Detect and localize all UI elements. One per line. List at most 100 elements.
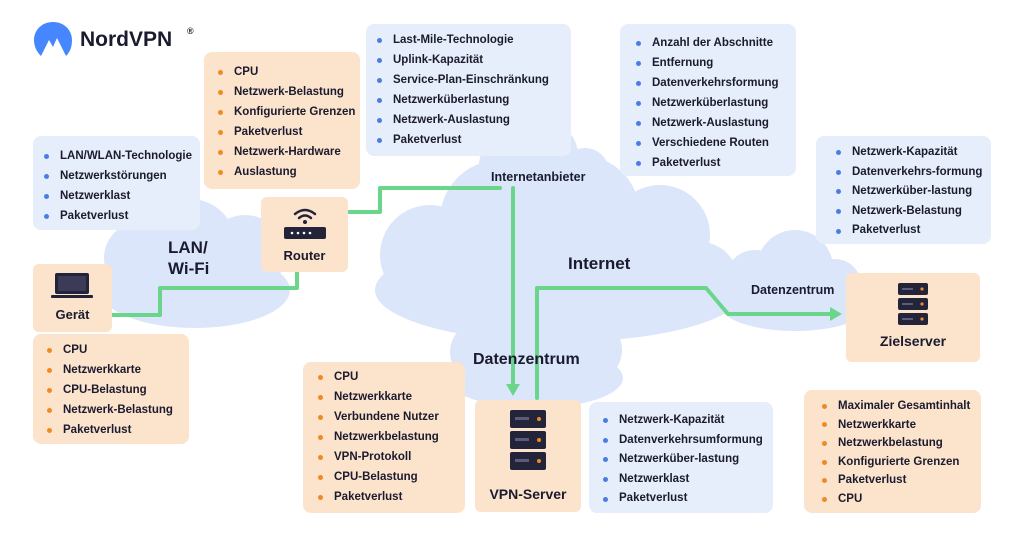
vpn-server-label: VPN-Server [489,486,567,502]
vpn-server-factors-list: CPU Netzwerkkarte Verbundene Nutzer Netz… [316,367,465,507]
arrow-down-icon [506,384,520,396]
list-item: Netzwerküber-lastung [834,182,991,202]
list-item: CPU [216,62,360,82]
list-item: Netzwerk-Kapazität [601,411,773,431]
device-to-router-line [110,270,299,317]
internet-factors-list: Anzahl der Abschnitte Entfernung Datenve… [634,33,796,173]
internet-cloud-label: Internet [568,254,631,273]
list-item: Netzwerk-Belastung [45,400,189,420]
vpn-server-node: VPN-Server [475,400,581,512]
list-item: CPU [820,490,981,509]
list-item: Netzwerkstörungen [42,166,200,186]
list-item: Paketverlust [834,221,991,241]
lan-cloud-label-line1: LAN/ [168,238,208,257]
device-factors-box: CPU Netzwerkkarte CPU-Belastung Netzwerk… [33,334,189,444]
connection-lines [110,186,834,400]
list-item: Paketverlust [316,487,465,507]
list-item: Netzwerkkarte [45,360,189,380]
server-rack-icon [510,410,546,470]
list-item: Paketverlust [820,471,981,490]
device-factors-list: CPU Netzwerkkarte CPU-Belastung Netzwerk… [45,340,189,440]
list-item: Uplink-Kapazität [375,50,571,70]
list-item: VPN-Protokoll [316,447,465,467]
datacenter-factors-list: Netzwerk-Kapazität Datenverkehrs-formung… [834,143,991,241]
device-node: Gerät [33,264,112,332]
list-item: Netzwerküberlastung [375,90,571,110]
lan-factors-list: LAN/WLAN-Technologie Netzwerkstörungen N… [42,146,200,226]
target-server-node: Zielserver [846,273,980,362]
laptop-icon [51,273,93,298]
list-item: Netzwerklast [42,186,200,206]
list-item: Netzwerk-Belastung [216,82,360,102]
list-item: Netzwerkkarte [820,416,981,435]
list-item: Netzwerk-Belastung [834,202,991,222]
router-factors-box: CPU Netzwerk-Belastung Konfigurierte Gre… [204,52,360,189]
list-item: Netzwerk-Auslastung [634,113,796,133]
target-server-factors-list: Maximaler Gesamtinhalt Netzwerkkarte Net… [820,397,981,509]
list-item: Paketverlust [634,153,796,173]
router-label: Router [283,248,326,263]
list-item: Netzwerk-Auslastung [375,110,571,130]
list-item: Konfigurierte Grenzen [216,102,360,122]
datacenter-factors-box: Netzwerk-Kapazität Datenverkehrs-formung… [816,136,991,244]
isp-cloud-label: Internetanbieter [491,170,586,184]
list-item: Paketverlust [601,489,773,509]
vpn-server-factors-box: CPU Netzwerkkarte Verbundene Nutzer Netz… [303,362,465,513]
list-item: CPU [45,340,189,360]
list-item: Netzwerküberlastung [634,93,796,113]
brand-logo: NordVPN ® [32,20,222,60]
list-item: Last-Mile-Technologie [375,30,571,50]
list-item: Netzwerk-Kapazität [834,143,991,163]
list-item: Entfernung [634,53,796,73]
nordvpn-mountain-logo-icon [34,22,72,56]
list-item: Netzwerk-Hardware [216,142,360,162]
lan-cloud-label: LAN/ Wi-Fi [168,237,209,279]
list-item: CPU-Belastung [316,467,465,487]
list-item: Netzwerkbelastung [316,427,465,447]
list-item: CPU [316,367,465,387]
list-item: Verschiedene Routen [634,133,796,153]
list-item: Maximaler Gesamtinhalt [820,397,981,416]
list-item: Datenverkehrsformung [634,73,796,93]
list-item: Datenverkehrs-formung [834,163,991,183]
list-item: Paketverlust [42,206,200,226]
list-item: Verbundene Nutzer [316,407,465,427]
vpn-to-target-line [535,286,834,400]
target-server-label: Zielserver [879,333,947,349]
router-icon [284,208,326,239]
list-item: Paketverlust [216,122,360,142]
list-item: Konfigurierte Grenzen [820,453,981,472]
datacenter-mid-label: Datenzentrum [473,351,580,368]
router-node: Router [261,197,348,272]
brand-registered-mark: ® [187,26,194,36]
target-server-factors-box: Maximaler Gesamtinhalt Netzwerkkarte Net… [804,390,981,513]
list-item: Anzahl der Abschnitte [634,33,796,53]
device-label: Gerät [55,307,90,322]
arrow-right-icon [830,307,842,321]
datacenter-right-label: Datenzentrum [751,283,835,297]
server-rack-icon [898,283,928,325]
isp-factors-box: Last-Mile-Technologie Uplink-Kapazität S… [366,24,571,156]
list-item: Service-Plan-Einschränkung [375,70,571,90]
vpn-server-network-box: Netzwerk-Kapazität Datenverkehrsumformun… [589,402,773,513]
router-factors-list: CPU Netzwerk-Belastung Konfigurierte Gre… [216,62,360,182]
arrow-heads [506,307,842,396]
list-item: Netzwerküber-lastung [601,450,773,470]
internet-factors-box: Anzahl der Abschnitte Entfernung Datenve… [620,24,796,176]
brand-name: NordVPN [80,28,173,51]
vpn-server-network-list: Netzwerk-Kapazität Datenverkehrsumformun… [601,411,773,509]
list-item: Paketverlust [45,420,189,440]
router-to-isp-line [346,186,502,214]
list-item: CPU-Belastung [45,380,189,400]
list-item: Netzwerklast [601,470,773,490]
lan-cloud-label-line2: Wi-Fi [168,259,210,278]
list-item: LAN/WLAN-Technologie [42,146,200,166]
list-item: Auslastung [216,162,360,182]
list-item: Datenverkehrsumformung [601,431,773,451]
list-item: Paketverlust [375,130,571,150]
list-item: Netzwerkbelastung [820,434,981,453]
isp-factors-list: Last-Mile-Technologie Uplink-Kapazität S… [375,30,571,150]
list-item: Netzwerkkarte [316,387,465,407]
lan-factors-box: LAN/WLAN-Technologie Netzwerkstörungen N… [33,136,200,230]
